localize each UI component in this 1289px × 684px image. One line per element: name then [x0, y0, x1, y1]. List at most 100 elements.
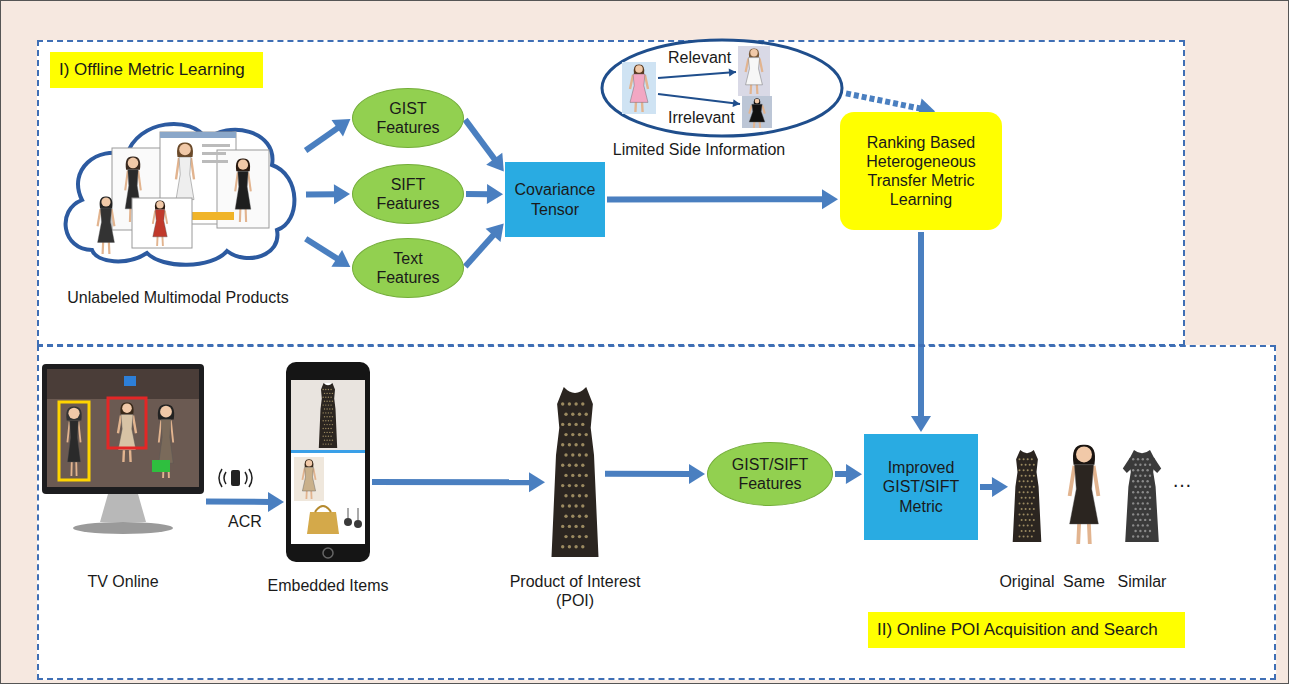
highlight-frame: [108, 398, 146, 448]
arrow-shaft: [306, 191, 337, 197]
process-box: Covariance Tensor: [505, 162, 605, 237]
dress-pattern: [1139, 464, 1141, 466]
dress-pattern: [581, 504, 584, 507]
dress-pattern: [1137, 480, 1139, 482]
dress-pattern: [564, 515, 567, 518]
dress-pattern: [329, 416, 330, 417]
dress-pattern: [1027, 524, 1029, 526]
hair: [126, 156, 141, 169]
dress-pattern: [574, 504, 577, 507]
dress-pattern: [1146, 513, 1148, 515]
hair: [749, 48, 759, 57]
page-line: [202, 160, 228, 163]
legs: [123, 449, 130, 462]
dress-pattern: [1139, 519, 1141, 521]
dress-pattern: [1031, 458, 1033, 460]
dress-pattern: [581, 545, 584, 548]
arrow-head: [911, 416, 931, 432]
dress-pattern: [581, 464, 584, 467]
dress-pattern: [574, 402, 577, 405]
dress-pattern: [1137, 535, 1139, 537]
dress-pattern: [561, 545, 564, 548]
dress-pattern: [330, 443, 331, 444]
dress-pattern: [1132, 502, 1134, 504]
tv-base: [73, 522, 173, 534]
illustration: [286, 362, 370, 562]
dress-pattern: [568, 525, 571, 528]
dress-pattern: [1142, 513, 1144, 515]
dress-pattern: [564, 494, 567, 497]
dress-pattern: [1137, 458, 1139, 460]
dress-pattern: [330, 436, 331, 437]
dress-pattern: [329, 440, 330, 441]
dress-pattern: [1019, 536, 1021, 538]
dress-pattern: [1027, 536, 1029, 538]
feature-ellipse: SIFT Features: [352, 164, 464, 224]
node-text: TV Online: [48, 572, 198, 591]
earring: [354, 520, 362, 528]
dress-pattern: [326, 432, 327, 433]
dress-pattern: [574, 464, 577, 467]
dress-pattern: [332, 408, 333, 409]
head: [750, 49, 757, 56]
dress-pattern: [1033, 508, 1035, 510]
dress-pattern: [1134, 475, 1136, 477]
flow-arrow: [306, 184, 350, 204]
dress-pattern: [581, 402, 584, 405]
dress-pattern: [325, 420, 326, 421]
web-page: [132, 198, 192, 248]
dress-pattern: [326, 401, 327, 402]
dress-pattern: [332, 401, 333, 402]
legs: [751, 84, 758, 94]
product-picture: Product of Interest (POI): [547, 387, 603, 557]
dress-pattern: [1137, 524, 1139, 526]
dress-pattern: [1134, 519, 1136, 521]
dress-pattern: [1146, 480, 1148, 482]
node-text: Covariance Tensor: [511, 180, 599, 218]
flow-arrow: [607, 189, 838, 209]
dress-pattern: [1146, 458, 1148, 460]
head: [179, 144, 191, 156]
feature-ellipse: GIST/SIFT Features: [707, 442, 833, 506]
flow-arrow: [911, 232, 931, 432]
hair: [236, 158, 250, 171]
legs: [306, 490, 311, 499]
dress-pattern: [1027, 480, 1029, 482]
dress-pattern: [1023, 502, 1025, 504]
node-text: Limited Side Information: [584, 140, 814, 159]
dress-pattern: [1033, 519, 1035, 521]
dress-pattern: [561, 423, 564, 426]
legs: [754, 121, 760, 128]
dress-pattern: [561, 504, 564, 507]
stage-region: I) Offline Metric LearningUnlabeled Mult…: [37, 40, 1185, 346]
head: [128, 158, 139, 169]
dress-shape: [1125, 450, 1159, 542]
hair: [100, 196, 113, 208]
dress-pattern: [578, 515, 581, 518]
dress-pattern: [585, 474, 588, 477]
head: [1076, 446, 1092, 462]
dress-pattern: [1134, 530, 1136, 532]
node-text: Ranking Based Heterogeneous Transfer Met…: [846, 133, 996, 210]
dress-pattern: [332, 393, 333, 394]
dress-pattern: [1144, 508, 1146, 510]
dress-pattern: [571, 453, 574, 456]
dress-pattern: [1132, 469, 1134, 471]
ellipsis-label: …: [1172, 468, 1192, 492]
dress-pattern: [574, 423, 577, 426]
node-text: Relevant: [668, 48, 731, 67]
dress-pattern: [561, 443, 564, 446]
dress-pattern: [1033, 497, 1035, 499]
legs: [157, 236, 163, 246]
dress-pattern: [332, 424, 333, 425]
dress-pattern: [1146, 535, 1148, 537]
dress-pattern: [564, 453, 567, 456]
dress-pattern: [1144, 519, 1146, 521]
dress: [235, 171, 251, 209]
dress-pattern: [1027, 458, 1029, 460]
dress-pattern: [1031, 536, 1033, 538]
dress-pattern: [326, 416, 327, 417]
dress-pattern: [585, 535, 588, 538]
flow-arrow: [835, 464, 862, 484]
